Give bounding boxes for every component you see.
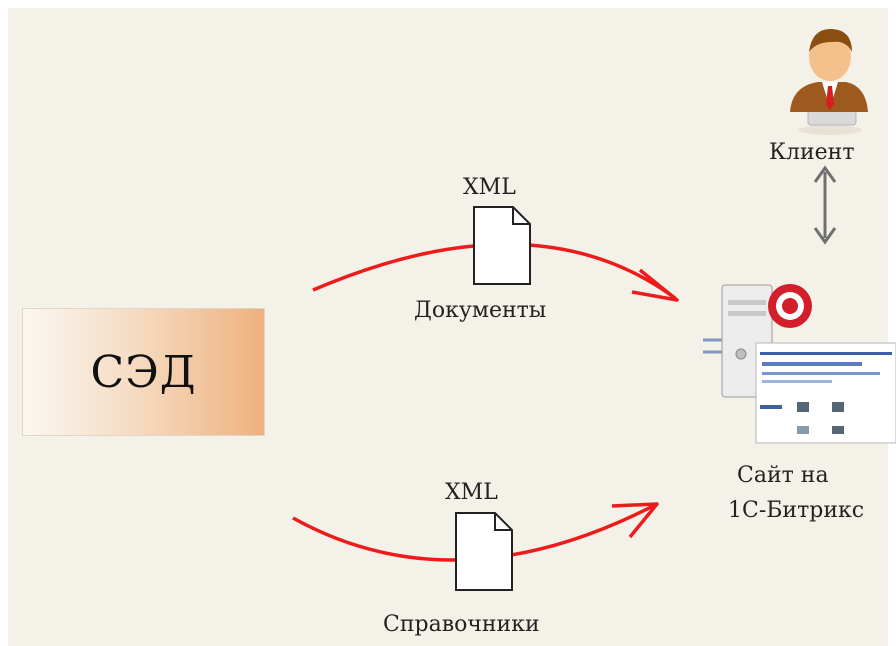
sed-system-box: СЭД [22, 308, 265, 436]
documents-label: Документы [414, 298, 547, 323]
client-site-link-arrow [813, 165, 837, 245]
documents-arrowhead [631, 268, 679, 302]
site-label-line2: 1С-Битрикс [728, 498, 865, 523]
site-label-line1: Сайт на [737, 463, 829, 488]
client-label: Клиент [769, 140, 855, 165]
xml-label-bottom: XML [445, 480, 498, 505]
xml-document-icon-top [473, 206, 531, 285]
bitrix-server-icon [703, 284, 896, 444]
references-arrowhead [611, 502, 659, 539]
xml-document-icon-bottom [455, 512, 513, 591]
xml-label-top: XML [463, 175, 516, 200]
sed-label: СЭД [90, 346, 197, 398]
references-label: Справочники [383, 612, 540, 637]
user-avatar-icon [790, 28, 868, 135]
